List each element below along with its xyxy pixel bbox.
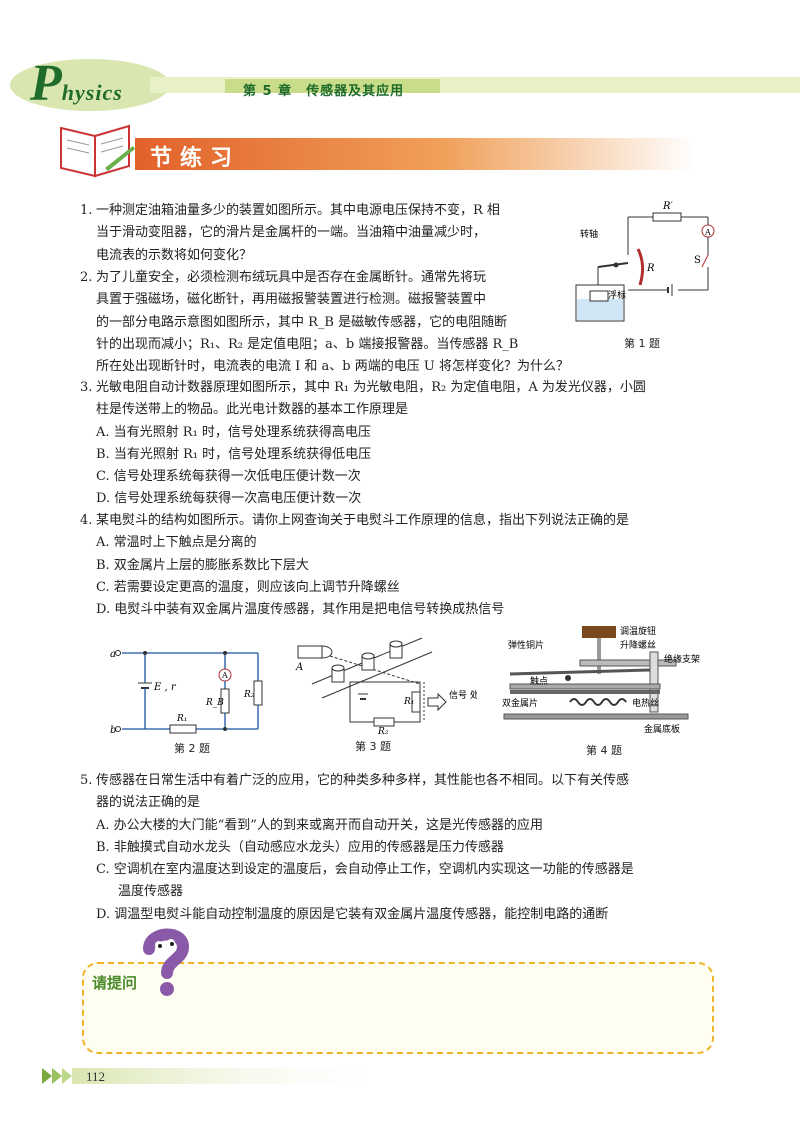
section-title: 节练习 — [150, 146, 241, 171]
fig4-label: 升降螺丝 — [620, 639, 656, 651]
logo-rest: hysics — [61, 80, 123, 105]
footer-bar — [42, 1068, 402, 1084]
fig2-b-label: b — [110, 725, 116, 736]
fig2-rb-label: R_B — [205, 698, 224, 708]
figure-3-light-counter: A R₁ R₂ 信号 处理 — [295, 637, 477, 736]
fig4-label: 调温旋钮 — [620, 625, 656, 637]
fig1-ammeter-label: A — [704, 228, 711, 237]
q3-option-c: C. 信号处理系统每获得一次低电压便计数一次 — [96, 469, 361, 485]
q4-number: 4. — [80, 513, 93, 528]
chapter-title: 第 5 章 传感器及其应用 — [243, 84, 405, 99]
fig3-r2-label: R₂ — [377, 727, 389, 736]
fig3-a-label: A — [295, 662, 303, 673]
fig4-label: 绝缘支架 — [664, 653, 700, 665]
fig4-label: 触点 — [530, 675, 548, 687]
q1-number: 1. — [80, 203, 93, 218]
fig3-signal-label: 信号 处理 — [449, 689, 477, 701]
fig1-switch-label: S — [694, 255, 701, 266]
q5-option-b: B. 非触摸式自动水龙头（自动感应水龙头）应用的传感器是压力传感器 — [96, 839, 504, 855]
header-logo: Physics — [30, 58, 123, 110]
q2-line: 为了儿童安全，必须检测布绒玩具中是否存在金属断针。通常先将玩 — [96, 270, 487, 285]
q4-option-c: C. 若需要设定更高的温度，则应该向上调节升降螺丝 — [96, 579, 400, 595]
q5-option-c-cont: 温度传感器 — [118, 884, 184, 900]
question-5: 5.传感器在日常生活中有着广泛的应用，它的种类多种多样，其性能也各不相同。以下有… — [80, 770, 740, 926]
figure-4-iron-structure: 调温旋钮 升降螺丝 弹性铜片 绝缘支架 触点 电热丝 双金属片 金属底板 — [502, 625, 700, 735]
question-1: 1.一种测定油箱油量多少的装置如图所示。其中电源电压保持不变，R 相 当于滑动变… — [80, 200, 560, 267]
q4-option-b: B. 双金属片上层的膨胀系数比下层大 — [96, 557, 309, 573]
fig3-r1-label: R₁ — [403, 697, 414, 707]
q3-option-d: D. 信号处理系统每获得一次高电压便计数一次 — [96, 491, 362, 507]
q3-number: 3. — [80, 380, 93, 395]
q5-option-d: D. 调温型电熨斗能自动控制温度的原因是它装有双金属片温度传感器，能控制电路的通… — [96, 906, 609, 922]
fig2-ammeter-label: A — [221, 671, 228, 680]
question-3: 3.光敏电阻自动计数器原理如图所示，其中 R₁ 为光敏电阻，R₂ 为定值电阻，A… — [80, 377, 740, 511]
figure-2-circuit: a b E , r A R_B R₂ R₁ — [110, 649, 263, 736]
ask-label: 请提问 — [92, 974, 138, 992]
q2-number: 2. — [80, 270, 93, 285]
q3-line: 光敏电阻自动计数器原理如图所示，其中 R₁ 为光敏电阻，R₂ 为定值电阻，A 为… — [96, 380, 646, 395]
figure-4-caption: 第 4 题 — [586, 744, 622, 757]
figure-1-caption: 第 1 题 — [624, 337, 660, 350]
open-book-icon — [60, 124, 135, 178]
header-swoosh — [10, 59, 800, 111]
q1-line: 一种测定油箱油量多少的装置如图所示。其中电源电压保持不变，R 相 — [96, 203, 500, 218]
fig2-a-label: a — [110, 649, 116, 660]
fig4-label: 弹性铜片 — [508, 639, 544, 651]
fig4-label: 电热丝 — [632, 697, 659, 709]
q2-line: 所在处出现断针时，电流表的电流 I 和 a、b 两端的电压 U 将怎样变化？为什… — [96, 359, 569, 375]
question-2: 2.为了儿童安全，必须检测布绒玩具中是否存在金属断针。通常先将玩 具置于强磁场，… — [80, 267, 720, 378]
q4-option-d: D. 电熨斗中装有双金属片温度传感器，其作用是把电信号转换成热信号 — [96, 602, 505, 618]
question-mark-icon — [143, 928, 190, 996]
q3-line: 柱是传送带上的物品。此光电计数器的基本工作原理是 — [96, 402, 409, 418]
q5-line: 器的说法正确的是 — [96, 795, 201, 811]
q1-line: 电流表的示数将如何变化？ — [96, 247, 253, 263]
fig4-label: 双金属片 — [502, 697, 538, 709]
q5-option-a: A. 办公大楼的大门能“看到”人的到来或离开而自动开关，这是光传感器的应用 — [96, 817, 543, 833]
fig2-emf-label: E , r — [153, 682, 177, 693]
figure-2-caption: 第 2 题 — [174, 742, 210, 755]
ask-question-box — [82, 962, 714, 1054]
fig2-r1-label: R₁ — [176, 714, 187, 724]
logo-initial: P — [30, 55, 62, 112]
figure-1-oil-gauge: 转轴 浮标 R R′ A S — [575, 201, 715, 322]
q5-option-c: C. 空调机在室内温度达到设定的温度后，会自动停止工作，空调机内实现这一功能的传… — [96, 862, 634, 878]
q2-line: 具置于强磁场，磁化断针，再用磁报警装置进行检测。磁报警装置中 — [96, 292, 487, 308]
section-banner — [135, 138, 695, 170]
q3-option-b: B. 当有光照射 R₁ 时，信号处理系统获得低电压 — [96, 446, 372, 462]
fig1-r-label: R — [646, 263, 655, 274]
fig1-float-label: 浮标 — [608, 289, 626, 301]
fig4-label: 金属底板 — [644, 723, 680, 735]
fig1-rprime-label: R′ — [662, 201, 674, 212]
fig1-pivot-label: 转轴 — [580, 228, 598, 240]
q3-option-a: A. 当有光照射 R₁ 时，信号处理系统获得高电压 — [96, 424, 371, 440]
q5-number: 5. — [80, 773, 93, 788]
figure-3-caption: 第 3 题 — [355, 740, 391, 753]
q4-option-a: A. 常温时上下触点是分离的 — [96, 535, 257, 551]
q4-line: 某电熨斗的结构如图所示。请你上网查询关于电熨斗工作原理的信息，指出下列说法正确的… — [96, 513, 630, 528]
fig2-r2-label: R₂ — [243, 690, 255, 700]
page-number: 112 — [86, 1069, 106, 1084]
q2-line: 的一部分电路示意图如图所示，其中 R_B 是磁敏传感器，它的电阻随断 — [96, 314, 508, 330]
q5-line: 传感器在日常生活中有着广泛的应用，它的种类多种多样，其性能也各不相同。以下有关传… — [96, 773, 630, 788]
q2-line: 针的出现而减小；R₁、R₂ 是定值电阻；a、b 端接报警器。当传感器 R_B — [96, 336, 519, 352]
q1-line: 当于滑动变阻器，它的滑片是金属杆的一端。当油箱中油量减少时， — [96, 225, 487, 241]
question-4: 4.某电熨斗的结构如图所示。请你上网查询关于电熨斗工作原理的信息，指出下列说法正… — [80, 510, 740, 621]
